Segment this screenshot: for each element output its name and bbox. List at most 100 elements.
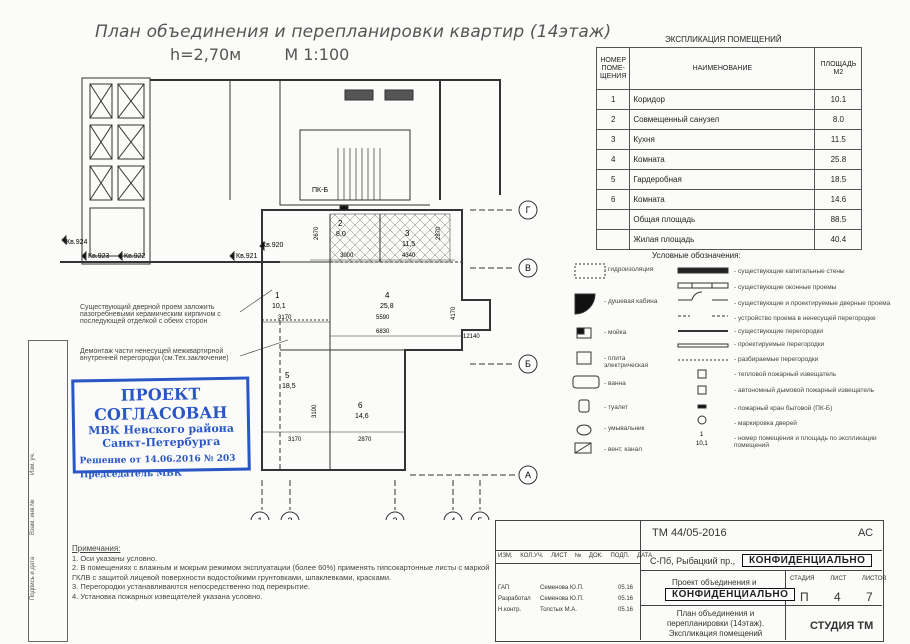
- legend-item: - душевая кабина: [604, 298, 658, 305]
- room-number: 2: [338, 219, 343, 228]
- legend-item: - номер помещения и площадь по экспликац…: [734, 435, 877, 449]
- room-area: 25,8: [380, 303, 394, 310]
- vent-icon: [574, 442, 592, 454]
- bathtub-icon: [572, 375, 600, 389]
- ceiling-height: h=2,70м: [170, 45, 242, 64]
- legend-item: - тепловой пожарный извещатель: [734, 371, 837, 378]
- elevator-shaft: [89, 165, 113, 201]
- dimension: 3100: [312, 404, 318, 418]
- column-headers: ИЗМ. КОЛ.УЧ. ЛИСТ № ДОК. ПОДП. ДАТА: [498, 553, 653, 559]
- elevator-shaft: [89, 124, 113, 160]
- legend-symbols-right: 1 10,1: [677, 267, 729, 447]
- legend-item: - устройство проема в ненесущей перегоро…: [734, 315, 876, 322]
- elevator-shaft: [89, 83, 113, 119]
- axis-label: 5: [477, 516, 482, 520]
- axis-label: Б: [525, 359, 531, 369]
- legend-title: Условные обозначения:: [652, 251, 741, 260]
- elevator-shaft: [117, 83, 145, 119]
- floor-plan: Кв.924 Кв.923 Кв.922 Кв.921 Кв.920 ПК-Б …: [60, 77, 538, 520]
- waterproofing-icon: [574, 263, 606, 279]
- washbasin-icon: [576, 424, 592, 436]
- sheet-subtitle: h=2,70м М 1:100: [170, 45, 349, 64]
- stair-block: [81, 77, 151, 265]
- legend-item: - вент. канал: [604, 446, 643, 453]
- shower-icon: [574, 293, 596, 315]
- room-number: 4: [385, 291, 390, 300]
- legend-item: - разбираемые перегородки: [734, 356, 819, 363]
- confidential-label: КОНФИДЕНЦИАЛЬНО: [742, 554, 873, 567]
- role-date: 05.16: [618, 585, 634, 591]
- stage-value: П: [800, 590, 809, 604]
- apartment-label: Кв.921: [236, 253, 258, 260]
- notes: Примечания: 1. Оси указаны условно. 2. В…: [72, 544, 492, 601]
- apartment-label: Кв.923: [88, 253, 110, 260]
- note-item: 4. Установка пожарных извещателей указан…: [72, 591, 263, 601]
- studio-logo: СТУДИЯ TM: [810, 620, 874, 632]
- room-area: 18,5: [282, 383, 296, 390]
- axis-label: В: [525, 263, 531, 273]
- axis-label: А: [525, 470, 531, 480]
- legend-item: - автономный дымовой пожарный извещатель: [734, 387, 875, 394]
- room-area: 11,5: [402, 241, 415, 248]
- dimension: 2870: [358, 437, 372, 443]
- dimension: 4340: [402, 253, 416, 259]
- legend-item: - существующие и проектируемые дверные п…: [734, 300, 891, 307]
- legend-item: - существующие капитальные стены: [734, 268, 845, 275]
- sheet-title: План объединения и перепланировки кварти…: [95, 22, 612, 42]
- room-number: 6: [358, 401, 363, 410]
- room-area: 10,1: [272, 303, 286, 310]
- scale-label: М 1:100: [284, 45, 350, 64]
- fire-hose-label: ПК-Б: [312, 187, 328, 194]
- elevator-shaft: [117, 124, 145, 160]
- address: С-Пб, Рыбацкий пр.,: [650, 556, 736, 566]
- confidential-label: КОНФИДЕНЦИАЛЬНО: [665, 588, 796, 601]
- sheet-title-block: План объединения и перепланировки (14эта…: [666, 609, 765, 638]
- sheet-number: 4: [834, 590, 841, 604]
- callout-demolition: Демонтаж части ненесущей межквартирной в…: [80, 348, 229, 362]
- role-date: 05.16: [618, 596, 634, 602]
- header-area: ПЛОЩАДЬ М2: [814, 47, 863, 90]
- explication-table: НОМЕР ПОМЕ- ЩЕНИЯ НАИМЕНОВАНИЕ ПЛОЩАДЬ М…: [595, 47, 863, 250]
- dimension: 2670: [314, 226, 320, 240]
- legend-item: - существующие оконные проемы: [734, 284, 837, 291]
- dimension: 4170: [451, 306, 457, 320]
- header-number: НОМЕР ПОМЕ- ЩЕНИЯ: [595, 47, 631, 90]
- room-area: 14,6: [355, 413, 369, 420]
- axis-label: 4: [450, 516, 455, 520]
- role-gap: ГАП: [498, 585, 510, 591]
- legend-item: - существующие перегородки: [734, 328, 823, 335]
- header-name: НАИМЕНОВАНИЕ: [629, 47, 816, 90]
- legend-item: - умывальник: [604, 425, 645, 432]
- stage-headers: СТАДИЯ ЛИСТ ЛИСТОВ: [790, 576, 887, 582]
- legend-item: - проектируемые перегородки: [734, 341, 825, 348]
- legend-item: - туалет: [604, 404, 628, 411]
- dimension: 5590: [376, 315, 390, 321]
- margin-label-3: Подпись и дата: [30, 556, 36, 600]
- project-title: Проект объединения и: [672, 578, 757, 587]
- approval-stamp: ПРОЕКТ СОГЛАСОВАН МВК Невского района Са…: [71, 376, 251, 480]
- note-item: 3. Перегородки устанавливаются непосредс…: [72, 582, 310, 591]
- callout-door-fill: Существующий дверной проем заложить пазо…: [80, 304, 221, 325]
- note-item: 1. Оси указаны условно.: [72, 553, 158, 563]
- dimension: 3170: [288, 437, 302, 443]
- project-code: ТМ 44/05-2016: [652, 527, 727, 539]
- axis-label: Г: [526, 205, 531, 215]
- notes-heading: Примечания:: [72, 544, 121, 553]
- elevator-shaft: [117, 165, 145, 201]
- legend-item: - маркировка дверей: [734, 420, 797, 427]
- dimension: 2870: [436, 226, 442, 240]
- toilet-icon: [578, 399, 590, 413]
- legend-item: - пожарный кран бытовой (ПК-Б): [734, 405, 833, 412]
- role-name: Семенова Ю.П.: [540, 596, 584, 602]
- axis-label: 1: [257, 516, 262, 520]
- dimension: 12140: [463, 334, 480, 340]
- role-nctrl: Н.контр.: [498, 607, 522, 613]
- legend-sample-number: 1: [700, 432, 704, 438]
- role-date: 05.16: [618, 607, 634, 613]
